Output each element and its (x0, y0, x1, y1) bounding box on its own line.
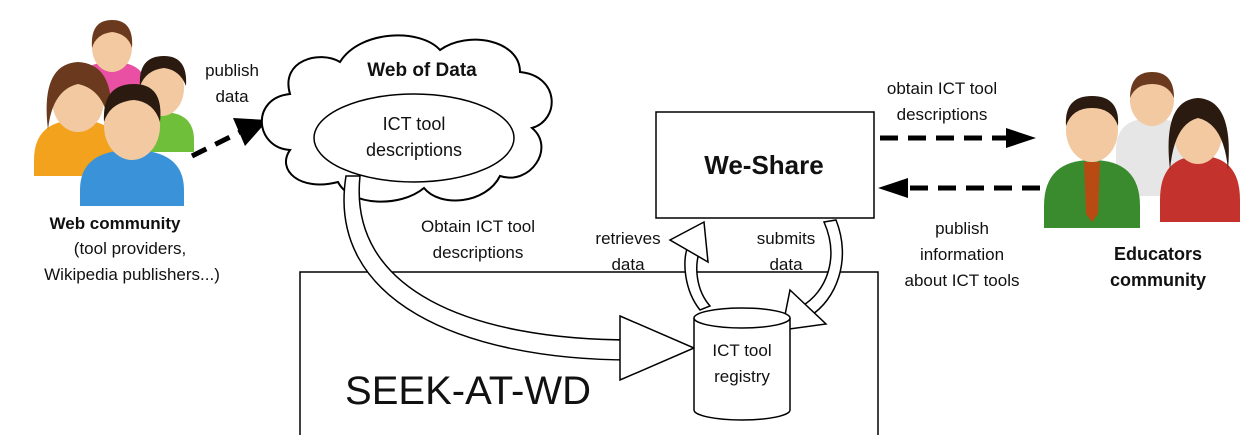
seek-at-wd-title: SEEK-AT-WD (345, 369, 591, 413)
obtain-edu-arrow (880, 128, 1036, 148)
web-community-line2: Wikipedia publishers...) (44, 265, 220, 284)
educator-red-suit (1160, 156, 1240, 222)
submits-data-arrow (781, 219, 844, 331)
obtain-descriptions-line2: descriptions (433, 243, 524, 262)
registry-line1: ICT tool (712, 341, 771, 360)
educator-red-hair (1168, 98, 1229, 170)
person-blue-shirt (80, 150, 184, 206)
publish-edu-line2: information (920, 245, 1004, 264)
seek-at-wd-box (299, 271, 879, 435)
person-green-hair (139, 56, 187, 86)
retrieves-data-arrow (668, 220, 712, 311)
submits-line2: data (769, 255, 803, 274)
obtain-descriptions-line1: Obtain ICT tool (421, 217, 535, 236)
publish-data-arrow (190, 118, 268, 159)
publish-information-arrow (878, 178, 1040, 198)
we-share-box (655, 111, 875, 219)
publish-edu-line3: about ICT tools (905, 271, 1020, 290)
web-of-data-title: Web of Data (367, 60, 477, 81)
educator-white-hair (1130, 72, 1174, 98)
submits-line1: submits (757, 229, 816, 248)
educator-tie (1084, 162, 1100, 222)
educator-white-face (1130, 74, 1174, 126)
publish-data-line2: data (215, 87, 249, 106)
ict-descriptions-ellipse (313, 93, 515, 183)
educators-line2: community (1110, 270, 1206, 290)
web-community-people-icon (34, 20, 194, 206)
person-pink-face (92, 24, 132, 72)
educator-green-face (1066, 98, 1118, 162)
publish-data-line1: publish (205, 61, 259, 80)
educators-people-icon (1044, 72, 1240, 228)
educators-line1: Educators (1114, 244, 1202, 264)
retrieves-line2: data (611, 255, 645, 274)
educator-green-hair (1065, 96, 1119, 126)
publish-edu-line1: publish (935, 219, 989, 238)
web-community-line1: (tool providers, (74, 239, 186, 258)
person-pink-hair (91, 20, 133, 48)
web-community-title: Web community (50, 214, 182, 233)
person-blue-hair (103, 84, 161, 122)
ict-tool-registry-cylinder (693, 307, 791, 421)
ict-descriptions-line2: descriptions (366, 140, 462, 160)
we-share-title: We-Share (704, 150, 823, 180)
obtain-edu-line2: descriptions (897, 105, 988, 124)
person-orange-hair (46, 62, 112, 130)
ict-descriptions-line1: ICT tool (383, 114, 446, 134)
obtain-descriptions-arrow (343, 175, 696, 382)
person-blue-face (104, 92, 160, 160)
obtain-edu-line1: obtain ICT tool (887, 79, 997, 98)
registry-line2: registry (714, 367, 770, 386)
retrieves-line1: retrieves (595, 229, 660, 248)
